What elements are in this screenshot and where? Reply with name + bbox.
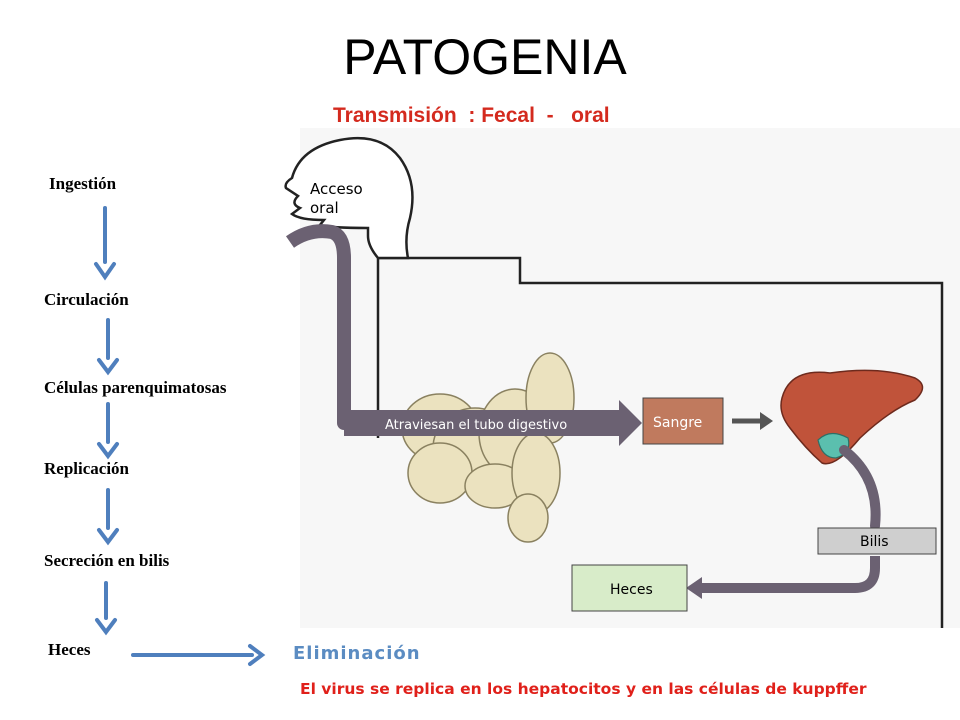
bile-box	[817, 527, 937, 555]
tract-label: Atraviesan el tubo digestivo	[385, 418, 567, 433]
down-arrow-icon	[95, 581, 117, 636]
blood-label: Sangre	[653, 415, 702, 431]
blood-box	[642, 397, 724, 445]
step-ingestion: Ingestión	[49, 174, 117, 193]
down-arrow-icon	[97, 318, 119, 376]
bile-label: Bilis	[860, 534, 889, 550]
liver	[780, 369, 924, 465]
right-arrow-icon	[131, 644, 266, 666]
feces-label: Heces	[610, 582, 653, 598]
down-arrow-icon	[94, 206, 116, 281]
down-arrow-icon	[97, 402, 119, 460]
page-title: PATOGENIA	[343, 29, 627, 85]
tract-arrowhead	[619, 400, 642, 446]
feces-box	[571, 564, 688, 612]
transmission-subtitle: Transmisión : Fecal - oral	[333, 104, 610, 127]
step-bile-secretion: Secreción en bilis	[44, 551, 170, 570]
down-arrow-icon	[97, 488, 119, 546]
step-replication: Replicación	[44, 459, 129, 478]
pathogenesis-illustration: Atraviesan el tubo digestivo Acceso oral…	[284, 128, 960, 628]
step-circulation: Circulación	[44, 290, 129, 309]
footnote: El virus se replica en los hepatocitos y…	[300, 680, 867, 698]
body-outline	[376, 256, 944, 628]
arrow-to-liver-icon	[760, 412, 773, 430]
elimination-label: Eliminación	[293, 643, 421, 664]
arrow-to-feces-icon	[686, 577, 702, 599]
digestive-tract	[285, 224, 615, 430]
access-label: Acceso	[310, 180, 363, 198]
step-parenchymal-cells: Células parenquimatosas	[44, 378, 227, 397]
step-feces: Heces	[48, 640, 91, 659]
access-label-2: oral	[310, 199, 339, 217]
